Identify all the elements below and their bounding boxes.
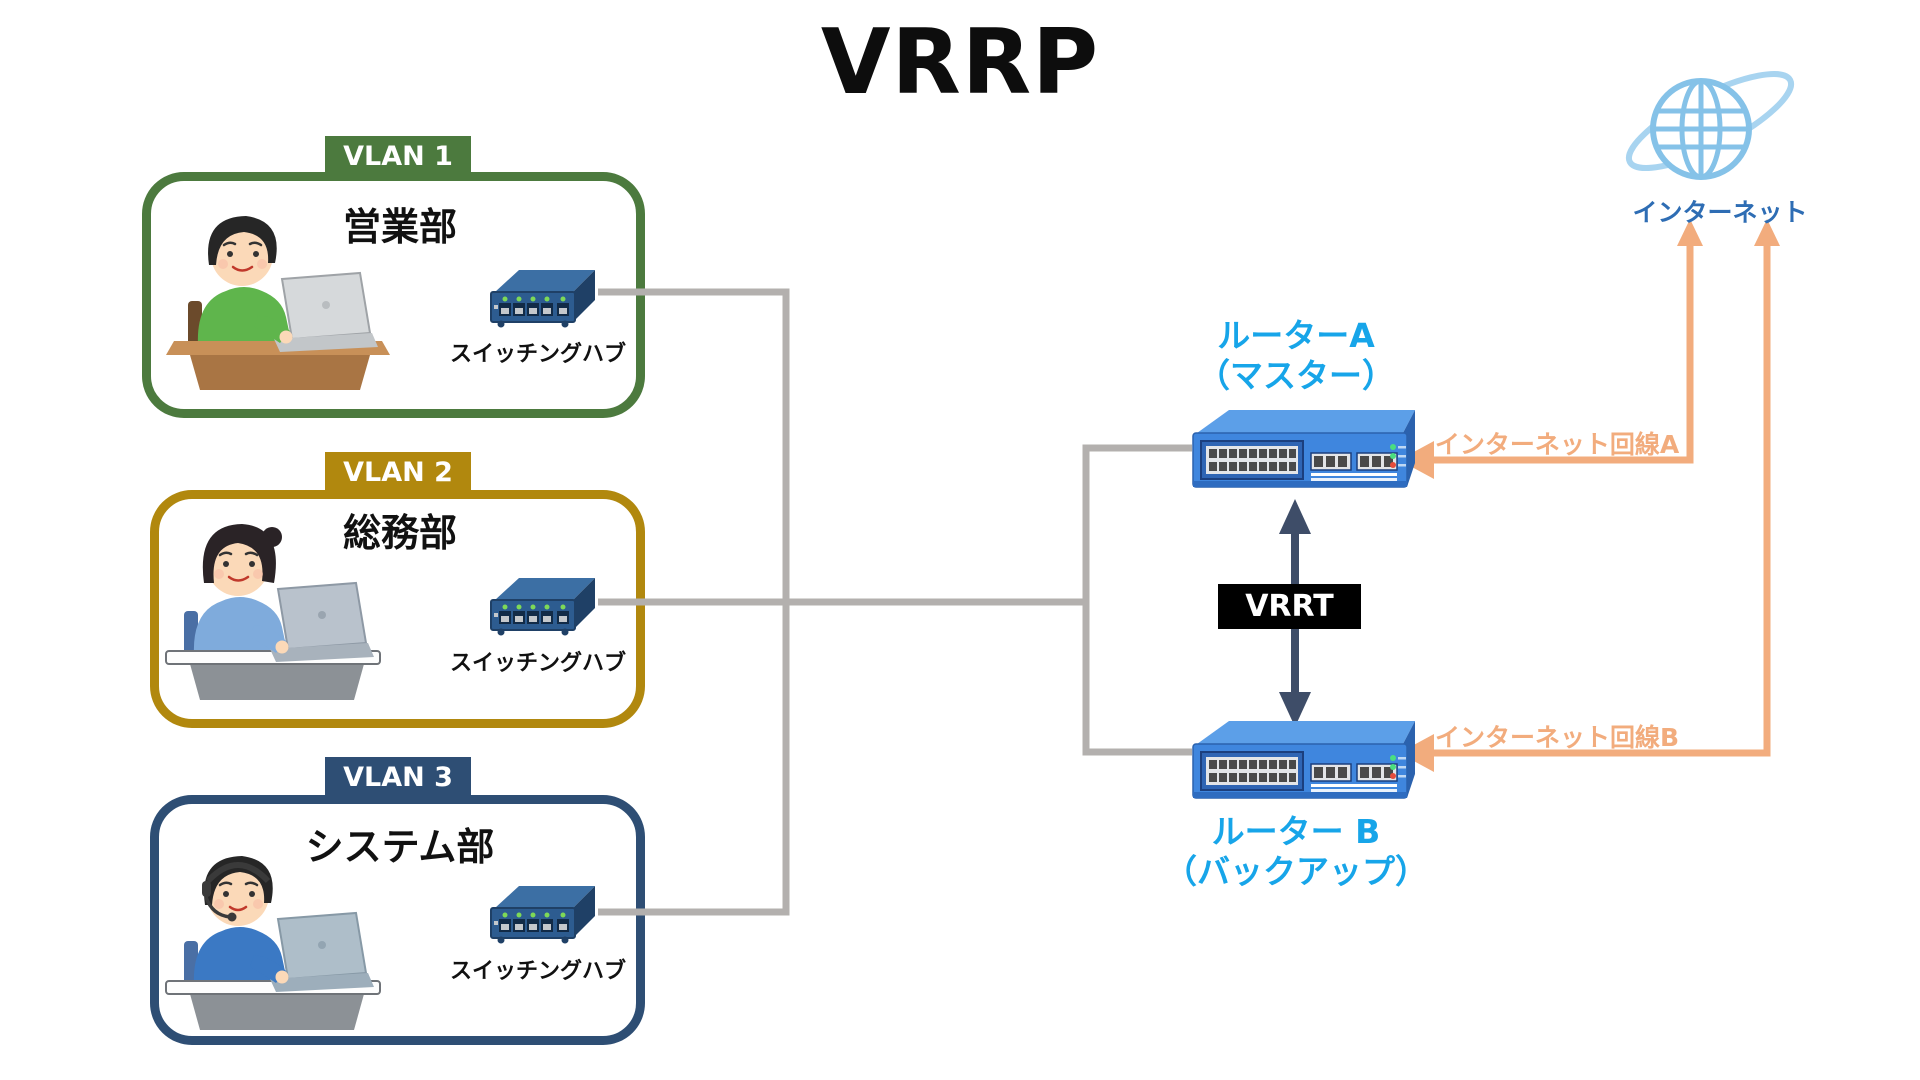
vrrt-label: VRRT (1218, 584, 1361, 629)
router-a-role: （マスター） (1197, 355, 1395, 395)
vrrt-arrow-down (1279, 692, 1311, 727)
router-b-icon (1192, 721, 1415, 799)
hub1-label: スイッチングハブ (449, 342, 626, 367)
internet-label: インターネット (1632, 198, 1808, 227)
vrrt-arrow-up (1279, 499, 1311, 534)
vlan3-department-label: システム部 (305, 825, 495, 869)
internet-line-b-label: インターネット回線B (1434, 723, 1680, 752)
arrow-up-internet-a (1677, 219, 1703, 246)
person-sales-illustration (166, 216, 390, 390)
arrow-into-router-a (1399, 441, 1434, 479)
vlan2-tag: VLAN 2 (325, 452, 471, 493)
switching-hub-1-icon (490, 270, 595, 328)
internet-globe-icon (1625, 71, 1795, 180)
vlan3-tag: VLAN 3 (325, 757, 471, 798)
switching-hub-2-icon (490, 578, 595, 636)
switching-hub-3-icon (490, 886, 595, 944)
arrow-up-internet-b (1754, 219, 1780, 246)
vlan1-tag: VLAN 1 (325, 136, 471, 177)
person-system-illustration (165, 856, 381, 1030)
internet-line-a-label: インターネット回線A (1434, 430, 1680, 459)
hub2-label: スイッチングハブ (449, 651, 626, 676)
vlan1-department-label: 営業部 (342, 205, 457, 249)
vlan2-box (150, 490, 645, 728)
router-a-name: ルーターA (1217, 316, 1375, 355)
router-b-name: ルーター B (1211, 812, 1381, 851)
vlan3-box (150, 795, 645, 1045)
router-a-label: ルーターA （マスター） (1126, 316, 1466, 395)
arrow-into-router-b (1399, 734, 1434, 772)
router-b-role: （バックアップ） (1164, 851, 1428, 891)
person-general-affairs-illustration (165, 524, 381, 700)
page-title: VRRP (820, 10, 1100, 115)
hub3-label: スイッチングハブ (449, 959, 626, 984)
router-a-icon (1192, 410, 1415, 488)
vlan2-department-label: 総務部 (342, 511, 457, 555)
router-b-label: ルーター B （バックアップ） (1126, 812, 1466, 891)
